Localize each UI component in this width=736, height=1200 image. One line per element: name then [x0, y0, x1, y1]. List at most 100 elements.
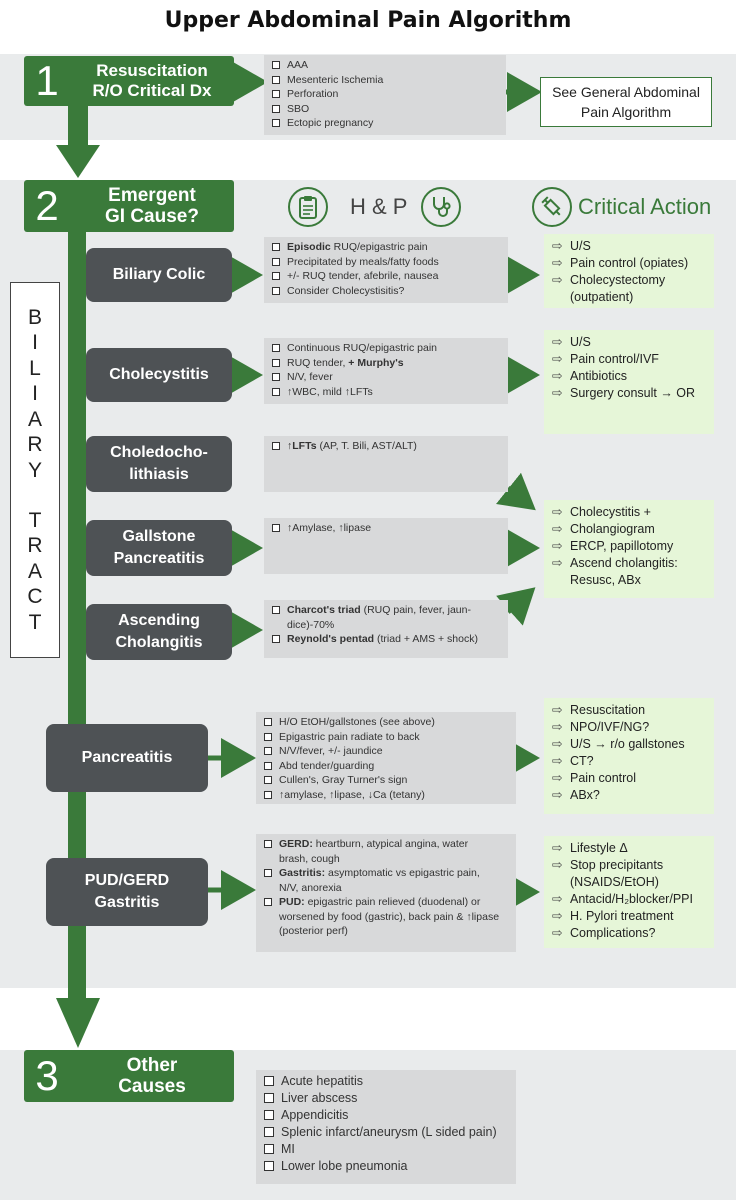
list-item: Splenic infarct/aneurysm (L sided pain)	[264, 1124, 508, 1141]
ascending-cholangitis-label-line2: Cholangitis	[115, 634, 203, 651]
list-item: (outpatient)	[570, 290, 634, 304]
cholecystitis-actions: ⇨U/S ⇨Pain control/IVF ⇨Antibiotics ⇨Sur…	[544, 330, 714, 434]
list-item: Resusc, ABx	[570, 573, 641, 587]
list-item: Episodic RUQ/epigastric pain	[272, 240, 500, 255]
list-item: N/V/fever, +/- jaundice	[264, 744, 508, 759]
arrow-right-icon: ⇨	[552, 256, 563, 270]
checkbox-icon	[264, 869, 272, 877]
pancreatitis-actions: ⇨Resuscitation ⇨NPO/IVF/NG? ⇨U/S → r/o g…	[544, 698, 714, 814]
biliary-colic-button[interactable]: Biliary Colic	[86, 248, 232, 302]
hp-label: H & P	[350, 194, 408, 219]
see-general-algorithm-box[interactable]: See General Abdominal Pain Algorithm	[540, 77, 712, 127]
arrow-right-icon: ⇨	[552, 720, 563, 734]
step2-label-line2: GI Cause?	[105, 206, 199, 227]
list-item: AAA	[272, 58, 498, 73]
gallstone-pancreatitis-label-line1: Gallstone	[122, 528, 196, 545]
cholecystitis-button[interactable]: Cholecystitis	[86, 348, 232, 402]
checkbox-icon	[264, 898, 272, 906]
list-item: ⇨H. Pylori treatment	[552, 909, 674, 923]
list-item: ↑LFTs (AP, T. Bili, AST/ALT)	[272, 439, 500, 454]
choledocholithiasis-findings: ↑LFTs (AP, T. Bili, AST/ALT)	[264, 436, 508, 492]
biliary-colic-findings: Episodic RUQ/epigastric pain Precipitate…	[264, 237, 508, 303]
list-item: ⇨Pain control (opiates)	[552, 256, 689, 270]
biliary-letter: L	[29, 356, 41, 380]
arrow-right-icon: ⇨	[552, 737, 563, 751]
checkbox-icon	[272, 61, 280, 69]
pancreatitis-findings: H/O EtOH/gallstones (see above) Epigastr…	[256, 712, 516, 804]
syringe-icon	[532, 187, 572, 227]
checkbox-icon	[264, 732, 272, 741]
step2-label-line1: Emergent	[108, 185, 196, 206]
biliary-colic-actions: ⇨U/S ⇨Pain control (opiates) ⇨Cholecyste…	[544, 234, 714, 308]
arrow-right-icon: ⇨	[552, 556, 563, 570]
list-item: Precipitated by meals/fatty foods	[272, 255, 500, 270]
choledocholithiasis-button[interactable]: Choledocho-lithiasis	[86, 436, 232, 492]
arrow-right-icon: ⇨	[552, 352, 563, 366]
cholecystitis-label: Cholecystitis	[109, 366, 209, 383]
pancreatitis-button[interactable]: Pancreatitis	[46, 724, 208, 792]
list-item: ⇨ABx?	[552, 788, 600, 802]
checkbox-icon	[272, 104, 280, 113]
list-item: ⇨U/S → r/o gallstones	[552, 737, 685, 751]
checkbox-icon	[264, 1144, 274, 1154]
checkbox-icon	[264, 747, 272, 755]
arrow-right-icon: ⇨	[552, 522, 563, 536]
arrow-right-icon: ⇨	[552, 369, 563, 383]
list-item: ↑amylase, ↑lipase, ↓Ca (tetany)	[264, 788, 508, 803]
biliary-letter: T	[28, 610, 42, 634]
list-item: MI	[264, 1141, 508, 1158]
arrow-right-icon: ⇨	[552, 858, 563, 872]
step1-label-line2: R/O Critical Dx	[92, 81, 212, 100]
biliary-letter: T	[28, 508, 42, 532]
stethoscope-icon	[421, 187, 462, 227]
arrow-right-icon: ⇨	[552, 841, 563, 855]
list-item: ⇨Resuscitation	[552, 703, 646, 717]
list-item: ⇨Ascend cholangitis:	[552, 556, 678, 570]
step3-label-line2: Causes	[118, 1076, 186, 1097]
checkbox-icon	[264, 1127, 274, 1137]
pud-gerd-label-line1: PUD/GERD	[84, 872, 170, 889]
list-item: H/O EtOH/gallstones (see above)	[264, 715, 508, 730]
list-item: Cullen's, Gray Turner's sign	[264, 773, 508, 788]
arrow-right-icon: ⇨	[552, 239, 563, 253]
biliary-letter: I	[32, 331, 38, 355]
step2-header: 2 Emergent GI Cause?	[24, 180, 234, 232]
checkbox-icon	[272, 635, 280, 643]
pud-gerd-gastritis-button[interactable]: PUD/GERD Gastritis	[46, 858, 208, 926]
checkbox-icon	[272, 119, 280, 127]
checkbox-icon	[264, 1076, 274, 1086]
arrow-right-icon: ⇨	[552, 703, 563, 717]
arrow-right-icon: ⇨	[552, 335, 563, 349]
list-item: ⇨Antacid/H₂blocker/PPI	[552, 892, 693, 906]
list-item: ⇨Lifestyle Δ	[552, 841, 628, 855]
list-item: ⇨Cholecystitis +	[552, 505, 651, 519]
checkbox-icon	[264, 718, 272, 726]
arrow-right-icon: ⇨	[552, 788, 563, 802]
list-item: ↑WBC, mild ↑LFTs	[272, 385, 500, 400]
arrow-right-icon: ⇨	[552, 909, 563, 923]
list-item: Lower lobe pneumonia	[264, 1158, 508, 1175]
checkbox-icon	[272, 243, 280, 251]
list-item: Perforation	[272, 87, 498, 102]
list-item: Continuous RUQ/epigastric pain	[272, 341, 500, 356]
clipboard-icon	[288, 187, 328, 227]
pud-gerd-label-line2: Gastritis	[94, 894, 160, 911]
arrow-right-icon: ⇨	[552, 754, 563, 768]
list-item: ⇨Cholangiogram	[552, 522, 655, 536]
checkbox-icon	[272, 387, 280, 396]
hp-header: H & P	[288, 187, 462, 227]
list-item: ⇨Stop precipitants	[552, 858, 664, 872]
list-item: Reynold's pentad (triad + AMS + shock)	[272, 632, 500, 647]
biliary-letter: R	[27, 433, 43, 457]
arrow-right-icon: ⇨	[552, 386, 563, 400]
ascending-cholangitis-findings: Charcot's triad (RUQ pain, fever, jaun-d…	[264, 600, 508, 658]
checkbox-icon	[272, 90, 280, 98]
arrow-right-icon: ⇨	[552, 505, 563, 519]
choledocholithiasis-label-line1: Choledocho-	[110, 444, 208, 461]
critical-action-header: Critical Action	[532, 187, 711, 227]
gallstone-pancreatitis-label-line2: Pancreatitis	[113, 550, 205, 567]
